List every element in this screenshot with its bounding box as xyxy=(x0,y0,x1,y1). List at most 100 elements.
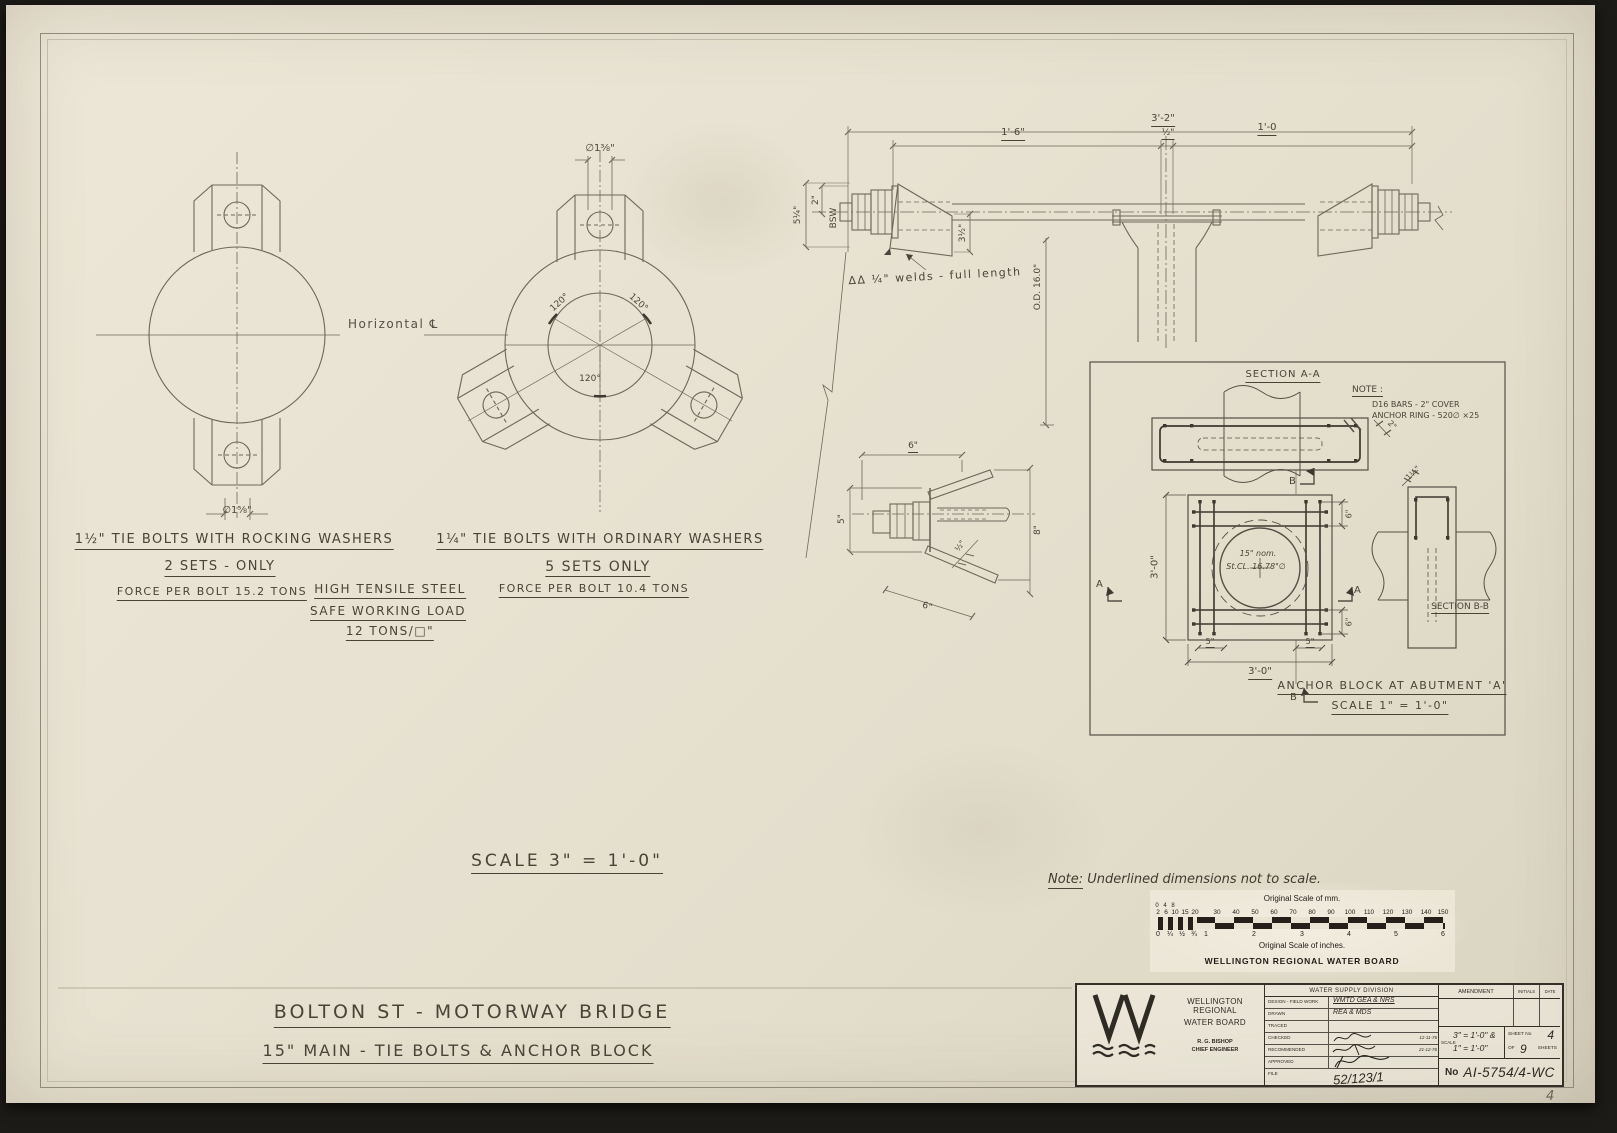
row-checked-value: 12-11-76 xyxy=(1329,1032,1438,1044)
sheet-number: 4 xyxy=(1547,1028,1554,1042)
pipe-label-2: St.CL. 16.78"∅ xyxy=(1226,562,1286,571)
sheet-of-label: OF xyxy=(1508,1046,1515,1051)
drawing-no-label: No xyxy=(1445,1066,1459,1078)
anchor-note-title: NOTE : xyxy=(1352,385,1383,398)
scalebar-board-name: WELLINGTON REGIONAL WATER BOARD xyxy=(1204,956,1400,966)
in-2: 2 xyxy=(1252,931,1256,938)
checked-date: 12-11-76 xyxy=(1419,1035,1437,1040)
row-design-value: WMTD GEA & NRS xyxy=(1333,997,1395,1004)
mm-150: 150 xyxy=(1437,909,1449,916)
plan-side-dim: 3'-0" xyxy=(1149,555,1161,579)
chief-engineer-title: CHIEF ENGINEER xyxy=(1191,1047,1239,1053)
mm-30: 30 xyxy=(1213,909,1221,916)
plan-edge-top-dim: 6" xyxy=(1344,509,1354,519)
mm-15: 15 xyxy=(1181,909,1189,916)
scalebar-title-mm: Original Scale of mm. xyxy=(1263,894,1341,903)
assembly-nut-height-dim: 2" xyxy=(810,195,821,205)
mm-top-0: 0 xyxy=(1155,903,1159,909)
scalebar-fine-zone xyxy=(1158,917,1197,930)
row-approved-value xyxy=(1329,1055,1438,1069)
in-3: 3 xyxy=(1300,931,1304,938)
in-6: 6 xyxy=(1441,931,1445,938)
horizontal-centerline-label: Horizontal ℄ xyxy=(348,317,439,331)
row-design: DESIGN - FIELD WORK WMTD GEA & NRS xyxy=(1265,997,1438,1009)
title-block-branding: WELLINGTON REGIONAL WATER BOARD R. G. BI… xyxy=(1077,985,1265,1085)
row-design-label: DESIGN - FIELD WORK xyxy=(1265,997,1329,1008)
recommended-date: 21-12-76 xyxy=(1418,1047,1437,1052)
row-recommended: RECOMMENDED 21-12-76 xyxy=(1265,1044,1438,1057)
anchor-box-lines xyxy=(1089,361,1506,736)
row-recommended-label: RECOMMENDED xyxy=(1265,1045,1329,1056)
sheet-title-line2: 15" MAIN - TIE BOLTS & ANCHOR BLOCK xyxy=(262,1041,654,1065)
main-scale-note: SCALE 3" = 1'-0" xyxy=(471,851,663,874)
rocking-caption-2: 2 SETS - ONLY xyxy=(164,559,276,577)
row-traced-label: TRACED xyxy=(1265,1021,1329,1032)
assembly-bolt-dia-dim: 5¼" xyxy=(792,205,803,225)
row-drawn-value: REA & MDS xyxy=(1333,1009,1372,1016)
ordinary-caption-1: 1¼" TIE BOLTS WITH ORDINARY WASHERS xyxy=(436,532,764,550)
amendment-header: AMENDMENT xyxy=(1439,985,1514,998)
ordinary-caption-2: 5 SETS ONLY xyxy=(545,559,651,578)
section-aa-title: SECTION A-A xyxy=(1245,369,1321,383)
scalebar-title-inches: Original Scale of inches. xyxy=(1258,941,1346,950)
approved-signature xyxy=(1334,1055,1390,1069)
title-block: WELLINGTON REGIONAL WATER BOARD R. G. BI… xyxy=(1075,983,1564,1088)
assembly-pipe-od-dim: O.D. 16.0" xyxy=(1032,263,1043,311)
mm-90: 90 xyxy=(1327,909,1335,916)
row-checked-label: CHECKED xyxy=(1265,1033,1329,1044)
ordinary-caption-3: FORCE PER BOLT 10.4 TONS xyxy=(498,582,690,598)
mm-10: 10 xyxy=(1171,909,1179,916)
division-header: WATER SUPPLY DIVISION xyxy=(1265,985,1438,997)
assembly-wedge-height-dim: 3½" xyxy=(957,223,968,243)
marker-b-bottom: B xyxy=(1290,692,1297,703)
in-threequarter: ¾ xyxy=(1191,931,1197,938)
assembly-left-span-dim: 1'-6" xyxy=(1001,127,1025,141)
sheet-label: SHEET No xyxy=(1508,1032,1532,1037)
mm-120: 120 xyxy=(1382,909,1394,916)
assembly-right-span-dim: 1'-0 xyxy=(1257,122,1277,136)
in-4: 4 xyxy=(1347,931,1351,938)
footnote-prefix: Note: xyxy=(1048,872,1084,889)
row-recommended-value: 21-12-76 xyxy=(1329,1044,1438,1056)
amendment-header-row: AMENDMENT INITIALS DATE xyxy=(1439,985,1560,999)
footnote: Note: Underlined dimensions not to scale… xyxy=(1048,872,1321,889)
in-quarter: ¼ xyxy=(1167,931,1173,938)
plan-inset-left-dim: 5" xyxy=(1205,637,1215,649)
corner-page-number: 4 xyxy=(1546,1089,1555,1104)
anchor-caption: ANCHOR BLOCK AT ABUTMENT 'A' xyxy=(1277,679,1507,695)
sheet-total: 9 xyxy=(1520,1042,1527,1056)
angle-dim-bottom: 120° xyxy=(579,374,601,384)
marker-a-right: A xyxy=(1354,585,1361,596)
chief-engineer-name: R. G. BISHOP xyxy=(1197,1039,1233,1045)
scale-value-2: 1" = 1'-0" xyxy=(1453,1043,1488,1053)
plan-edge-bottom-dim: 6" xyxy=(1344,617,1354,627)
row-drawn: DRAWN REA & MDS xyxy=(1265,1009,1438,1021)
in-0: 0 xyxy=(1156,931,1160,938)
sheets-label: SHEETS xyxy=(1537,1046,1557,1051)
recommended-signature xyxy=(1332,1044,1376,1056)
title-block-meta: AMENDMENT INITIALS DATE SCALE 3" = 1'-0"… xyxy=(1439,985,1560,1085)
row-drawn-label: DRAWN xyxy=(1265,1009,1329,1020)
scale-cell: SCALE 3" = 1'-0" & 1" = 1'-0" xyxy=(1439,1026,1505,1058)
scalebar-row-2 xyxy=(1158,923,1445,929)
checked-signature xyxy=(1333,1032,1372,1042)
marker-a-left: A xyxy=(1096,579,1103,590)
scalebar-strip xyxy=(1150,890,1455,972)
mm-100: 100 xyxy=(1344,909,1356,916)
section-bb-title: SECTION B-B xyxy=(1431,602,1489,615)
anchor-caption-scale: SCALE 1" = 1'-0" xyxy=(1331,699,1449,715)
mm-2: 2 xyxy=(1156,909,1160,916)
ordinary-view-lines xyxy=(448,150,752,512)
water-board-logo-icon xyxy=(1092,994,1156,1058)
washer-top-dim: 6" xyxy=(908,441,918,454)
in-1: 1 xyxy=(1204,931,1208,938)
anchor-note-1: D16 BARS - 2" COVER xyxy=(1372,400,1460,409)
sheet-border-outer xyxy=(40,33,1574,1088)
drawing-number-cell: No AI-5754/4-WC xyxy=(1439,1059,1560,1085)
material-note-1: HIGH TENSILE STEEL xyxy=(314,582,466,599)
assembly-overall-dim: 3'-2" xyxy=(1151,113,1175,127)
mm-top-8: 8 xyxy=(1171,903,1175,909)
mm-40: 40 xyxy=(1232,909,1240,916)
mm-140: 140 xyxy=(1420,909,1432,916)
